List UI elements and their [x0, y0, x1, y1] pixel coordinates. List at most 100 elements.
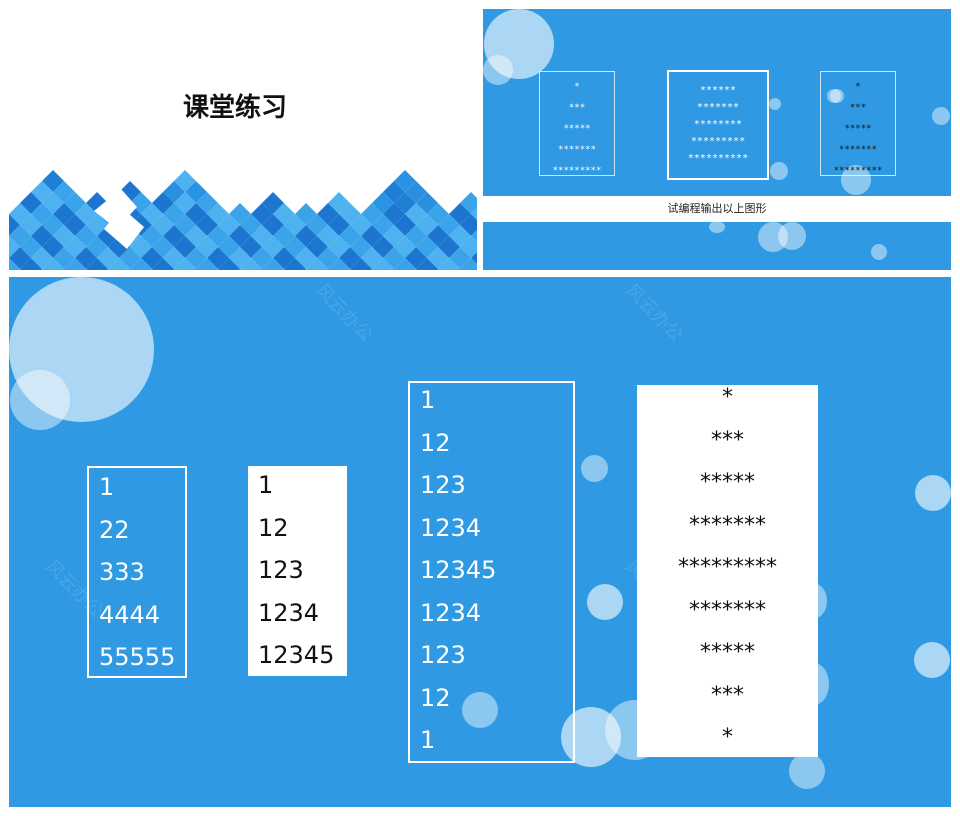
bubble-decoration	[778, 222, 806, 250]
pattern-diamond-stars: ****************************************…	[637, 385, 818, 757]
diamond-tile	[108, 258, 130, 270]
watermark-text: 风云办公	[311, 280, 377, 346]
pattern-line: 123	[420, 471, 466, 499]
diamond-tile	[350, 258, 372, 270]
diamond-tile	[9, 214, 20, 236]
bubble-decoration	[758, 222, 788, 252]
watermark-text: 风云办公	[621, 280, 687, 346]
diamond-tile	[416, 258, 438, 270]
pattern-line: *******	[689, 597, 766, 623]
diamond-tile	[460, 258, 477, 270]
bubble-decoration	[932, 107, 950, 125]
pattern-line: *******	[839, 145, 877, 155]
mini-pattern-left: *************************	[539, 71, 615, 176]
diamond-tile	[306, 258, 328, 270]
diamond-tile	[217, 269, 219, 270]
bubble-decoration	[709, 221, 725, 233]
pattern-line: *	[574, 82, 580, 92]
diamond-tile	[305, 269, 307, 270]
diamond-tile	[460, 192, 477, 214]
pattern-line: 1	[420, 386, 436, 414]
diamond-tile	[64, 258, 86, 270]
diamond-tile	[63, 269, 65, 270]
diamond-tile	[438, 258, 460, 270]
diamond-tile	[393, 269, 395, 270]
pattern-line: 12	[258, 513, 289, 542]
white-notch	[104, 207, 144, 249]
exercise-caption: 试编程输出以上图形	[483, 196, 951, 222]
pattern-line: 12345	[258, 641, 335, 669]
bubble-decoration	[9, 277, 154, 422]
pattern-line: 1	[99, 473, 115, 501]
pattern-line: *****	[700, 470, 755, 495]
bubble-decoration	[830, 89, 844, 103]
slide-title-practice[interactable]: 课堂练习	[9, 9, 477, 270]
pattern-line: ***	[849, 103, 867, 113]
diamond-tile	[471, 230, 477, 242]
bubble-decoration	[462, 692, 498, 728]
pattern-line: 4444	[99, 600, 161, 629]
slide-exercise-overview[interactable]: ************************* **************…	[483, 9, 951, 270]
diamond-tile	[218, 258, 240, 270]
diamond-tile	[471, 252, 477, 264]
diamond-tile	[394, 258, 416, 270]
pattern-line: *********	[678, 555, 777, 580]
pattern-line: *********	[690, 136, 746, 147]
diamond-tile	[107, 269, 109, 270]
diamond-tile	[130, 258, 152, 270]
diamond-tile	[196, 258, 218, 270]
diamond-tile	[415, 269, 417, 270]
pattern-line: 1	[420, 726, 436, 754]
pattern-line: 123	[258, 556, 304, 584]
diamond-tile	[471, 208, 477, 220]
pattern-line: 1234	[420, 513, 482, 542]
diamond-tile	[459, 269, 461, 270]
diamond-tile	[283, 269, 285, 270]
pattern-line: ********	[693, 119, 743, 130]
diamond-tile	[42, 258, 64, 270]
pattern-line: ***	[711, 427, 744, 453]
bubble-decoration	[561, 707, 621, 767]
diamond-tile	[327, 269, 329, 270]
mini-pattern-right: *************************	[820, 71, 896, 176]
diamond-tile	[328, 258, 350, 270]
pattern-line: 123	[420, 641, 466, 669]
bubble-decoration	[914, 642, 950, 678]
pattern-line: 1234	[258, 598, 320, 627]
bubble-decoration	[484, 9, 554, 79]
diamond-tile	[437, 269, 439, 270]
bubble-decoration	[581, 455, 608, 482]
pattern-line: 12345	[420, 556, 497, 584]
pattern-line: ***	[711, 682, 744, 708]
diamond-tile	[129, 269, 131, 270]
diamond-tile	[262, 258, 284, 270]
pattern-line: *****	[700, 640, 755, 665]
pattern-line: *******	[696, 102, 740, 113]
bubble-decoration	[915, 475, 951, 511]
diamond-tile	[195, 269, 197, 270]
diamond-tile	[86, 258, 108, 270]
diamond-tile	[460, 236, 477, 258]
diamond-tile	[9, 258, 20, 270]
diamond-tile	[240, 258, 262, 270]
slide-title: 课堂练习	[182, 93, 287, 123]
diamond-tile	[85, 269, 87, 270]
diamond-tile	[20, 258, 42, 270]
mini-pattern-middle: ****************************************	[667, 70, 769, 180]
bubble-decoration	[841, 165, 871, 195]
pattern-line: ***	[568, 103, 586, 113]
diamond-tile	[173, 269, 175, 270]
diamond-tile	[371, 269, 373, 270]
bubble-decoration	[827, 89, 841, 103]
pattern-line: *	[722, 385, 733, 410]
pattern-line: 22	[99, 515, 130, 544]
diamond-tile	[152, 258, 174, 270]
white-notch	[94, 189, 137, 229]
bubble-decoration	[10, 370, 70, 430]
pattern-line: 55555	[99, 643, 176, 671]
pattern-line: *******	[558, 145, 596, 155]
pattern-line: 1234	[420, 598, 482, 627]
pattern-line: *********	[833, 166, 883, 176]
